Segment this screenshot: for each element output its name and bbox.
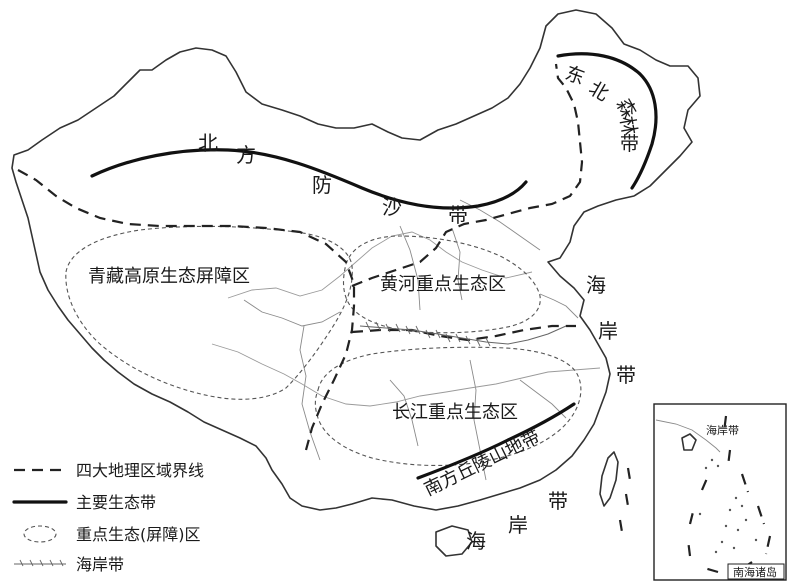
northeast-forest-belt-char: 带 xyxy=(620,133,639,155)
legend-label: 主要生态带 xyxy=(76,493,156,512)
north-sand-belt-char: 带 xyxy=(448,203,468,227)
south-coast-belt-char: 海 xyxy=(466,529,486,553)
inset-coastline xyxy=(655,419,721,453)
legend-label: 重点生态(屏障)区 xyxy=(76,525,201,544)
inset-islands xyxy=(698,458,758,554)
province-line xyxy=(399,225,421,311)
region-boundary-north xyxy=(351,63,584,288)
huanghe-zone-outline xyxy=(342,235,541,334)
south-china-sea-inset: 海岸带 南海诸岛 xyxy=(653,403,787,581)
changjiang-zone-outline xyxy=(314,346,582,467)
qingzang-zone-outline xyxy=(65,225,353,400)
north-sand-belt-char: 防 xyxy=(312,173,332,197)
sea-boundary-dash xyxy=(626,467,632,481)
province-line xyxy=(519,379,567,419)
northeast-forest-belt-char: 北 xyxy=(585,77,612,106)
province-line xyxy=(389,379,419,447)
inset-title: 南海诸岛 xyxy=(733,565,777,579)
national-border xyxy=(11,9,701,511)
south-hills-belt-label: 南方丘陵山地带 xyxy=(421,426,543,500)
legend-label: 四大地理区域界线 xyxy=(76,461,204,480)
huanghe-zone-label: 黄河重点生态区 xyxy=(380,274,506,295)
east-coast-belt-char: 岸 xyxy=(598,319,618,343)
legend: 四大地理区域界线 主要生态带 重点生态(屏障)区 海岸带 xyxy=(12,461,204,574)
northern-sand-belt-line xyxy=(90,148,528,210)
sea-boundary-dash xyxy=(618,519,624,533)
east-coast-belt-char: 带 xyxy=(616,363,636,387)
inset-hainan xyxy=(681,433,697,451)
yangtze-river xyxy=(211,343,601,407)
changjiang-zone-label: 长江重点生态区 xyxy=(392,402,518,423)
legend-symbol-key-zone xyxy=(23,525,57,543)
east-coast-belt-char: 海 xyxy=(586,273,606,297)
legend-symbol-coastal-belt-ticks xyxy=(19,559,64,567)
province-line xyxy=(539,293,579,319)
northeast-forest-belt-char: 林 xyxy=(615,115,640,138)
north-sand-belt-char: 北 xyxy=(198,131,218,155)
yellow-river xyxy=(227,231,533,299)
inset-title-box xyxy=(727,563,785,580)
north-sand-belt-char: 沙 xyxy=(382,195,402,219)
taiwan-island xyxy=(599,451,619,507)
coastal-belt-ticks xyxy=(365,321,491,347)
province-line xyxy=(299,325,321,461)
hainan-island xyxy=(435,525,473,557)
south-hills-belt-line xyxy=(416,402,576,480)
south-coast-belt-char: 岸 xyxy=(508,513,528,537)
south-coast-belt-char: 带 xyxy=(548,489,568,513)
northeast-forest-belt-line xyxy=(556,52,658,190)
inset-frame xyxy=(653,403,787,581)
province-line xyxy=(243,299,341,327)
province-line xyxy=(469,359,487,481)
region-boundary-northwest xyxy=(17,169,356,451)
north-sand-belt-char: 方 xyxy=(236,143,256,167)
inset-coast-label: 海岸带 xyxy=(706,423,739,437)
qingzang-zone-label: 青藏高原生态屏障区 xyxy=(88,266,250,287)
sea-boundary-dash xyxy=(624,493,630,507)
province-line xyxy=(451,227,463,301)
northeast-forest-belt-char: 东 xyxy=(562,62,587,89)
legend-label: 海岸带 xyxy=(76,555,124,574)
